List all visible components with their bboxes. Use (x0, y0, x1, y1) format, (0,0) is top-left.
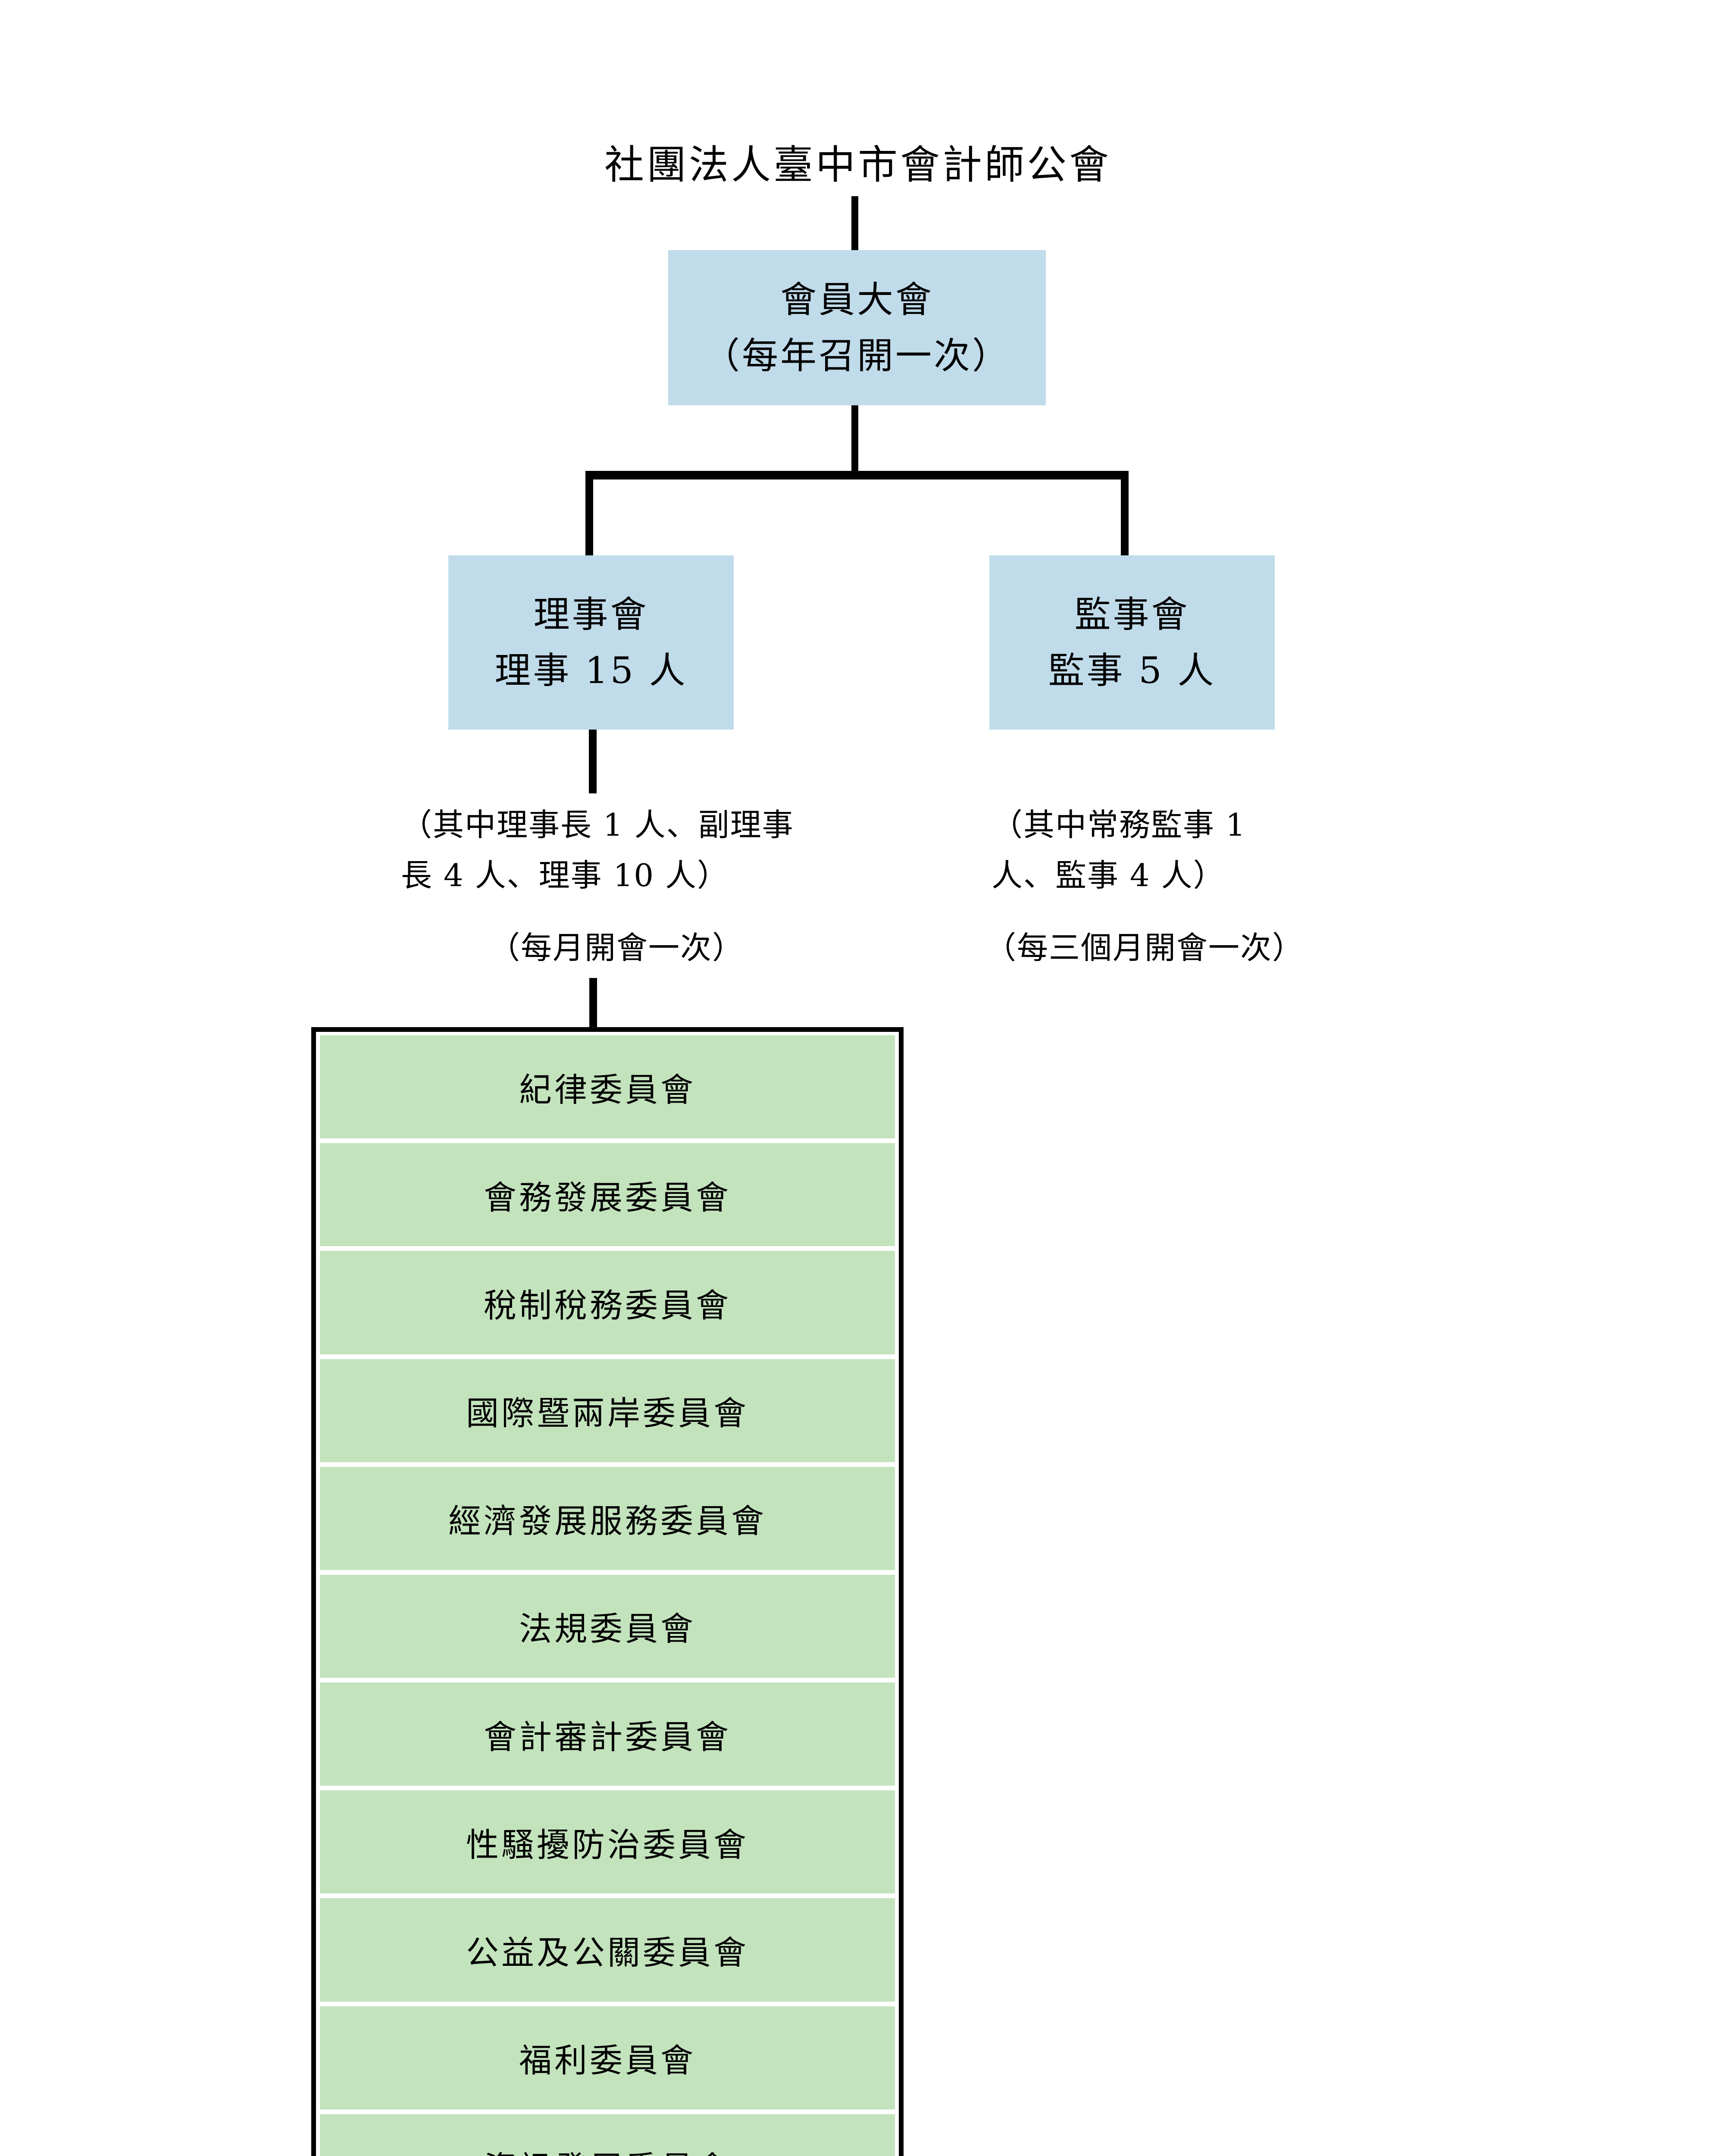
node-board-sublabel: 理事 15 人 (494, 649, 688, 692)
annotation-board-composition-line1: （其中理事長 1 人、副理事 (401, 807, 794, 843)
committee-item[interactable]: 資訊發展委員會 (320, 2114, 895, 2156)
node-assembly-label: 會員大會 (780, 278, 934, 321)
node-board-label: 理事會 (533, 593, 649, 636)
committee-item[interactable]: 會務發展委員會 (320, 1143, 895, 1247)
connector-split-left-branch (585, 471, 593, 557)
annotation-supervisors-composition: （其中常務監事 1 人、監事 4 人） (992, 800, 1289, 900)
committee-item[interactable]: 法規委員會 (320, 1574, 895, 1678)
annotation-board-composition: （其中理事長 1 人、副理事 長 4 人、理事 10 人） (401, 800, 832, 900)
connector-title-to-assembly (851, 196, 858, 252)
committee-item[interactable]: 紀律委員會 (320, 1035, 895, 1139)
node-supervisors-sublabel: 監事 5 人 (1048, 649, 1216, 692)
annotation-supervisors-composition-line2: 人、監事 4 人） (992, 857, 1225, 893)
node-supervisors-label: 監事會 (1074, 593, 1190, 636)
annotation-board-composition-line2: 長 4 人、理事 10 人） (401, 857, 729, 893)
committee-item[interactable]: 公益及公關委員會 (320, 1898, 895, 2002)
committee-item[interactable]: 性騷擾防治委員會 (320, 1790, 895, 1894)
connector-board-stub (589, 728, 597, 793)
committee-item[interactable]: 經濟發展服務委員會 (320, 1467, 895, 1570)
committee-item[interactable]: 福利委員會 (320, 2006, 895, 2109)
committee-item[interactable]: 國際暨兩岸委員會 (320, 1359, 895, 1462)
connector-assembly-down (851, 404, 858, 474)
connector-board-to-committees (589, 978, 597, 1029)
node-members-assembly[interactable]: 會員大會 （每年召開一次） (668, 250, 1046, 405)
annotation-supervisors-meeting-frequency: （每三個月開會一次） (985, 930, 1304, 966)
page-title: 社團法人臺中市會計師公會 (604, 142, 1111, 188)
node-board-of-directors[interactable]: 理事會 理事 15 人 (448, 555, 734, 730)
committee-item[interactable]: 會計審計委員會 (320, 1683, 895, 1786)
node-board-of-supervisors[interactable]: 監事會 監事 5 人 (989, 555, 1275, 730)
node-assembly-sublabel: （每年召開一次） (703, 335, 1010, 377)
committee-item[interactable]: 稅制稅務委員會 (320, 1251, 895, 1354)
committees-container: 紀律委員會 會務發展委員會 稅制稅務委員會 國際暨兩岸委員會 經濟發展服務委員會… (311, 1027, 904, 2156)
connector-split-right-branch (1121, 471, 1129, 557)
annotation-supervisors-composition-line1: （其中常務監事 1 (992, 807, 1246, 843)
annotation-board-meeting-frequency: （每月開會一次） (488, 930, 744, 966)
connector-horizontal-split (585, 471, 1129, 479)
